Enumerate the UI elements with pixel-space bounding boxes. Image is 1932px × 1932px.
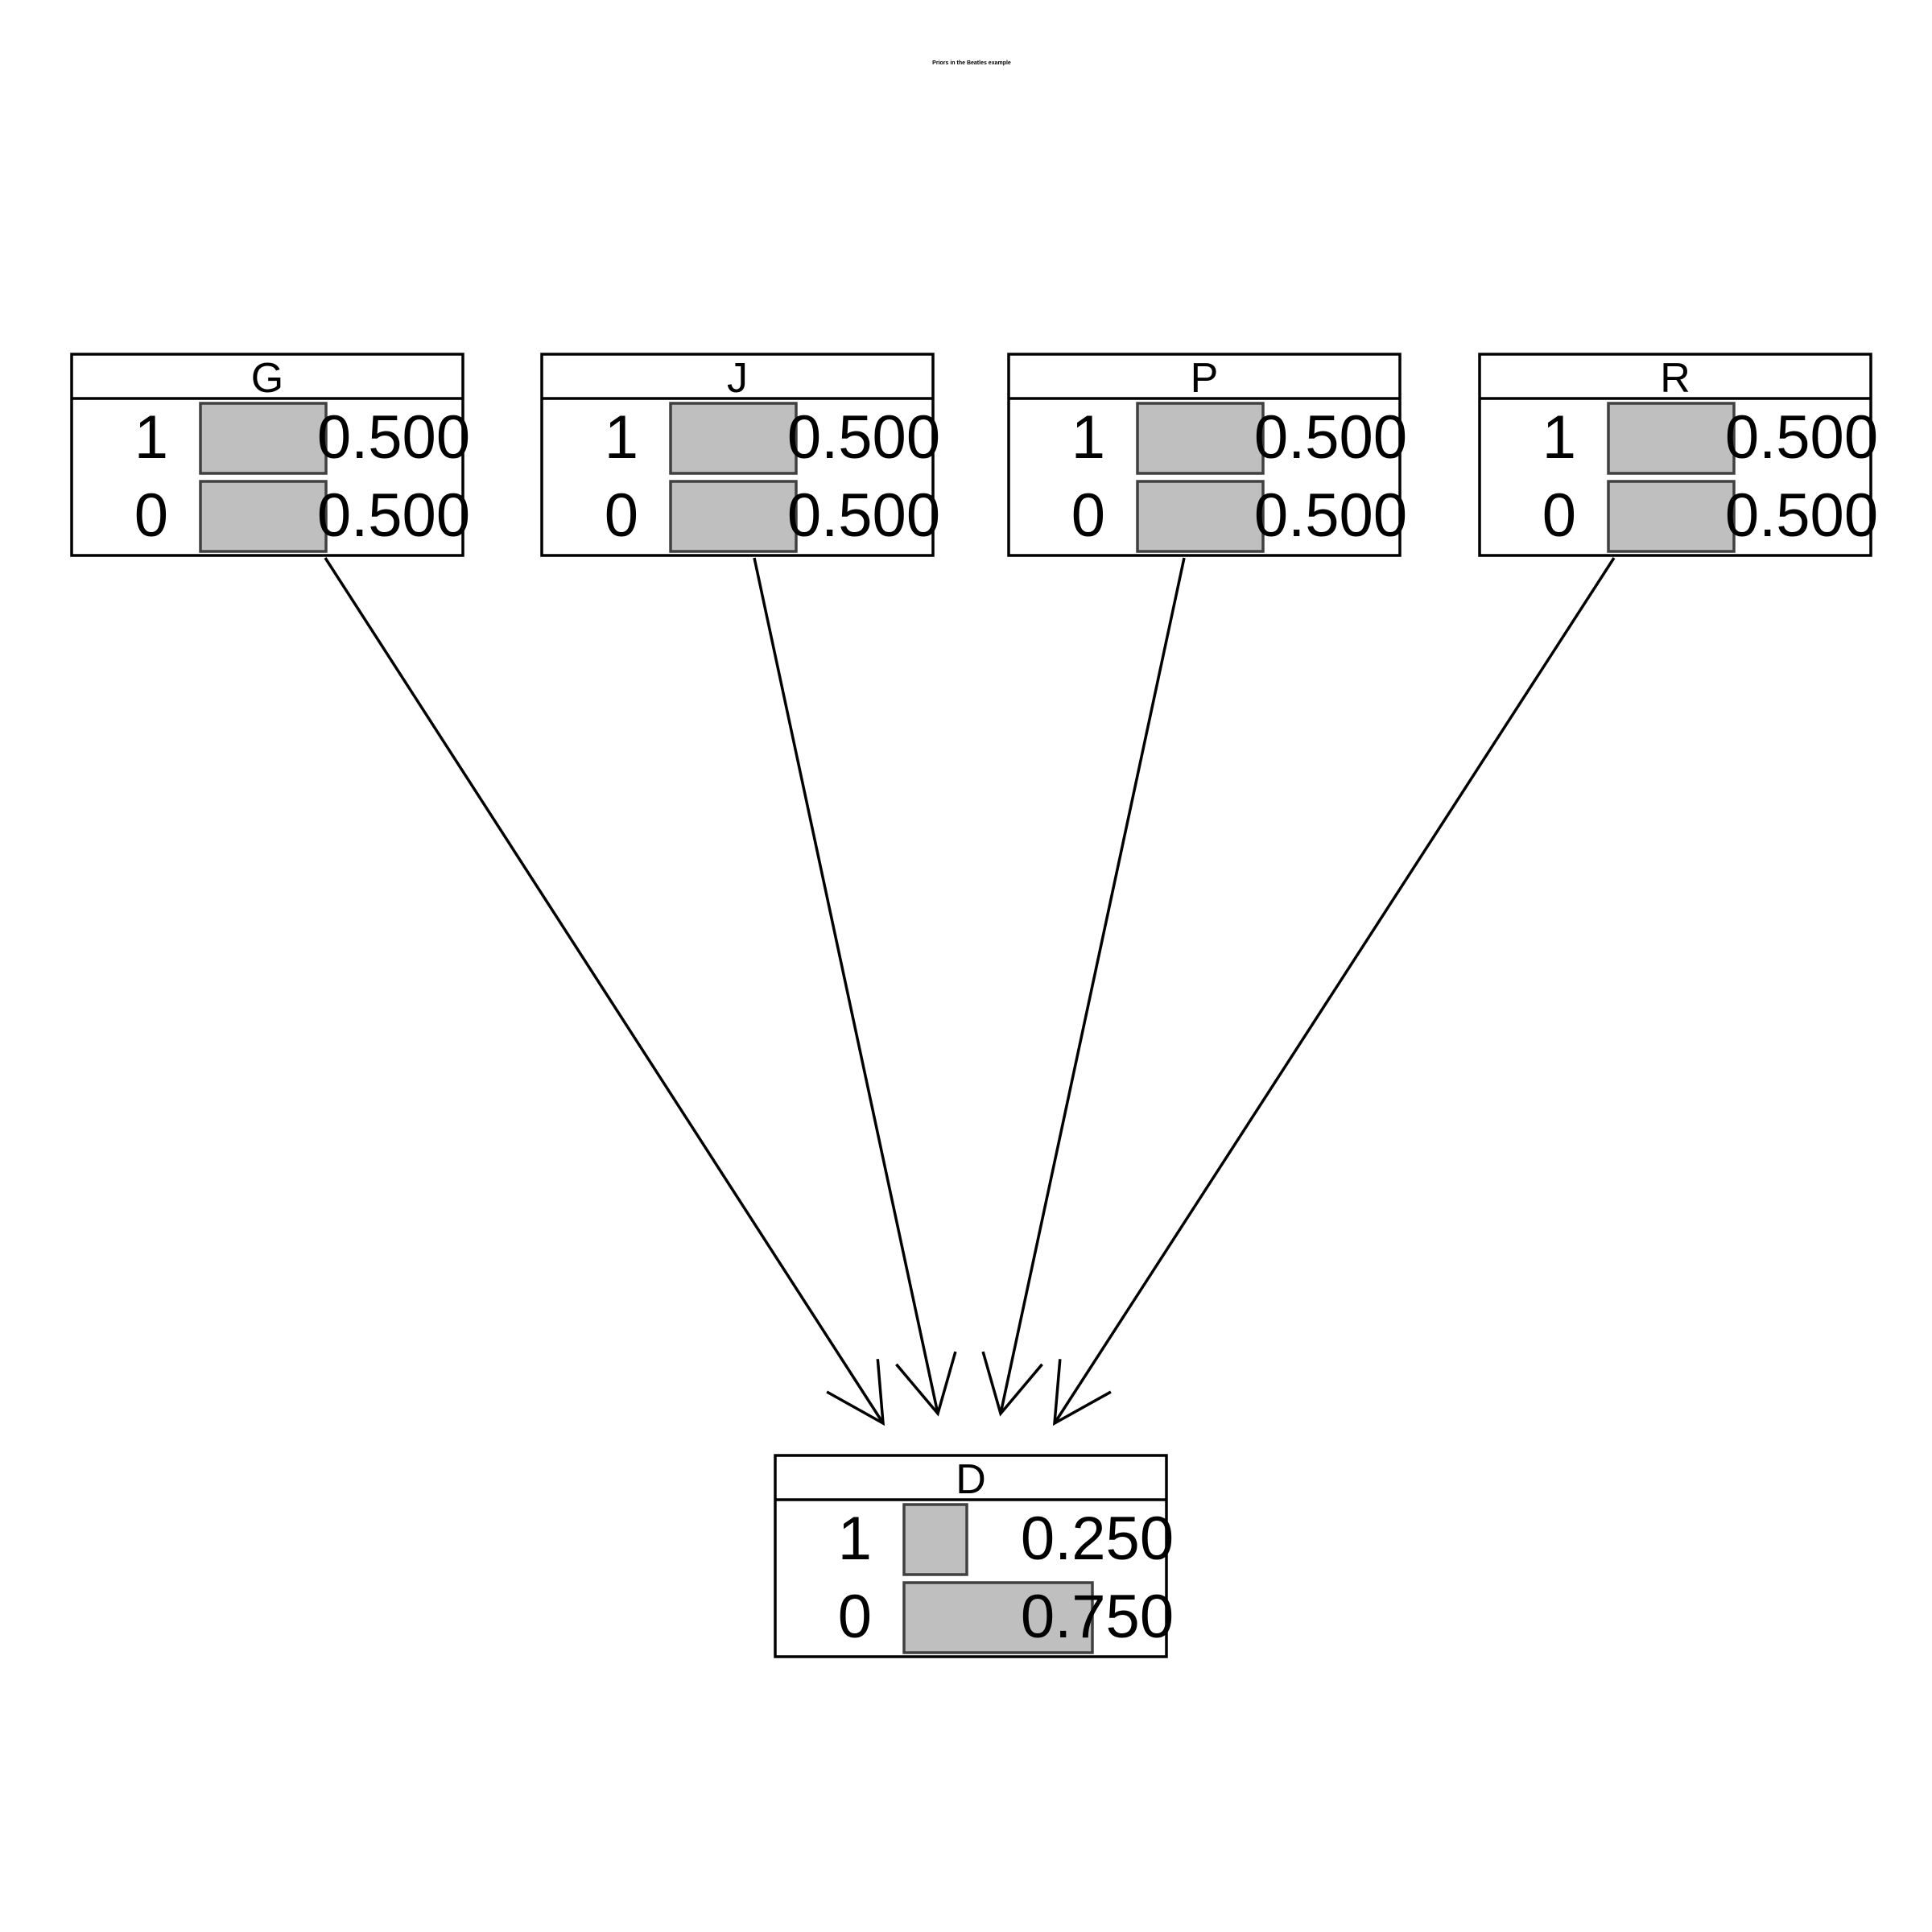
edge-R-to-D: [1052, 557, 1616, 1426]
probability-value: 0.500: [317, 481, 470, 550]
arrowhead-icon: [826, 1359, 886, 1426]
probability-value: 0.500: [1725, 403, 1878, 472]
probability-value: 0.500: [1725, 481, 1878, 550]
node-J: J 1 0.500 0 0.500: [540, 353, 940, 557]
arrowhead-icon: [1052, 1359, 1112, 1426]
probability-value: 0.500: [1254, 403, 1407, 472]
node-name: D: [956, 1456, 986, 1503]
probability-bar: [1136, 480, 1265, 553]
edge-J-to-D: [753, 557, 957, 1417]
edges-layer: [324, 557, 1616, 1426]
state-label: 0: [605, 481, 638, 550]
probability-bar: [669, 402, 798, 475]
edge-P-to-D: [981, 557, 1186, 1417]
probability-value: 0.500: [787, 481, 940, 550]
node-name: R: [1660, 355, 1690, 402]
probability-value: 0.500: [787, 403, 940, 472]
state-label: 1: [134, 403, 168, 472]
state-label: 1: [1071, 403, 1105, 472]
arrowhead-icon: [895, 1351, 957, 1417]
node-G: G 1 0.500 0 0.500: [70, 353, 470, 557]
probability-bar: [902, 1503, 968, 1576]
probability-value: 0.750: [1021, 1583, 1174, 1651]
probability-value: 0.250: [1021, 1505, 1174, 1573]
state-label: 0: [1071, 481, 1105, 550]
probability-value: 0.500: [1254, 481, 1407, 550]
probability-bar: [669, 480, 798, 553]
probability-bar: [1136, 402, 1265, 475]
probability-bar: [1607, 402, 1736, 475]
edge-line: [753, 557, 939, 1414]
node-name: G: [251, 355, 283, 402]
edge-line: [999, 557, 1186, 1414]
node-name: P: [1191, 355, 1219, 402]
node-P: P 1 0.500 0 0.500: [1007, 353, 1407, 557]
state-label: 0: [838, 1583, 872, 1651]
edge-line: [324, 557, 885, 1424]
state-label: 1: [1542, 403, 1576, 472]
diagram-title: Priors in the Beatles example: [932, 60, 1011, 66]
state-label: 0: [134, 481, 168, 550]
probability-value: 0.500: [317, 403, 470, 472]
state-label: 0: [1542, 481, 1576, 550]
arrowhead-icon: [981, 1351, 1043, 1417]
edge-line: [1053, 557, 1616, 1424]
probability-bar: [199, 402, 328, 475]
probability-bar: [199, 480, 328, 553]
state-label: 1: [838, 1505, 872, 1573]
node-name: J: [727, 355, 748, 402]
probability-bar: [902, 1581, 1094, 1654]
node-D: D 1 0.250 0 0.750: [774, 1454, 1174, 1658]
probability-bar: [1607, 480, 1736, 553]
state-label: 1: [605, 403, 638, 472]
node-R: R 1 0.500 0 0.500: [1478, 353, 1878, 557]
edge-G-to-D: [324, 557, 886, 1426]
